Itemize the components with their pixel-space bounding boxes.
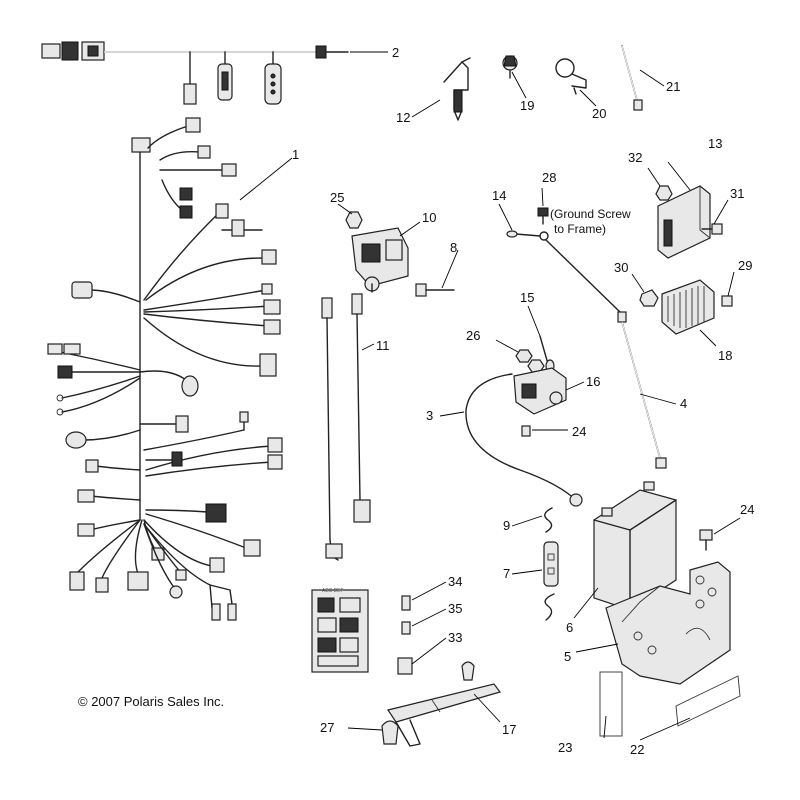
bolt-8 [415,283,455,297]
ignition-coil-10 [351,227,409,293]
svg-text:ABC DEF: ABC DEF [322,588,344,594]
harness-2 [41,41,349,105]
screw-31 [701,223,723,235]
callout-4: 4 [680,396,687,411]
nuts-26 [515,349,545,373]
ground-screw-note-line1: (Ground Screw [550,207,631,221]
fuse-35 [401,621,411,635]
fuse-34 [401,595,411,611]
callout-14: 14 [492,188,506,203]
fuse-box: ABC DEF [311,588,369,673]
clip-9 [544,507,553,533]
callout-17: 17 [502,722,516,737]
callout-1: 1 [292,147,299,162]
leader-lines [239,51,741,741]
starter-solenoid-16 [513,367,567,415]
cable-tie-21 [621,45,643,111]
callout-26: 26 [466,328,480,343]
module-13 [657,185,711,259]
callout-13: 13 [708,136,722,151]
callout-33: 33 [448,630,462,645]
nut-32 [655,185,673,201]
callout-16: 16 [586,374,600,389]
ground-screw-note: (Ground Screw to Frame) [550,207,631,236]
nut-30 [639,289,659,307]
callout-numbers: 1 2 3 4 5 6 7 8 9 10 11 12 13 14 15 16 1… [292,45,754,757]
callout-29: 29 [738,258,752,273]
callout-18: 18 [718,348,732,363]
battery-6 [593,481,677,611]
battery-box-5 [605,561,731,685]
callout-25: 25 [330,190,344,205]
callout-31: 31 [730,186,744,201]
callout-2: 2 [392,45,399,60]
voltage-regulator-18 [661,279,715,335]
callout-6: 6 [566,620,573,635]
battery-strap-7 [543,541,559,587]
callout-21: 21 [666,79,680,94]
callout-12: 12 [396,110,410,125]
callout-30: 30 [614,260,628,275]
callout-23: 23 [558,740,572,755]
ground-screw-28 [537,207,549,225]
callout-3: 3 [426,408,433,423]
ground-cable-14 [506,230,621,313]
callout-20: 20 [592,106,606,121]
callout-15: 15 [520,290,534,305]
spark-plug-wires-11 [321,293,371,561]
callout-24b: 24 [740,502,754,517]
copyright-text: © 2007 Polaris Sales Inc. [78,694,225,709]
pad-23 [599,671,623,737]
callout-9: 9 [503,518,510,533]
nut-25 [345,211,363,229]
clip-lower [544,593,555,621]
callout-32: 32 [628,150,642,165]
screw-29 [721,295,733,307]
push-rivet-right [461,661,475,681]
callout-11: 11 [376,338,390,353]
callout-34: 34 [448,574,462,589]
pad-22 [675,675,741,727]
clamp-20 [555,58,587,95]
callout-5: 5 [564,649,571,664]
push-rivet-27 [381,720,399,745]
callout-22: 22 [630,742,644,757]
callout-7: 7 [503,566,510,581]
callout-28: 28 [542,170,556,185]
screw-24a [521,425,531,437]
battery-cable-3 [465,373,583,507]
ground-screw-note-line2: to Frame) [554,222,606,236]
callout-19: 19 [520,98,534,113]
main-wiring-harness-1 [47,117,283,621]
callout-27: 27 [320,720,334,735]
battery-cable-4 [617,311,667,469]
relay-33 [397,657,413,675]
clip-12 [443,57,471,121]
callout-10: 10 [422,210,436,225]
screw-24b [699,529,713,551]
callout-8: 8 [450,240,457,255]
fuse-box-bracket-17 [387,683,502,747]
callout-24a: 24 [572,424,586,439]
clip-19 [502,55,518,79]
callout-35: 35 [448,601,462,616]
